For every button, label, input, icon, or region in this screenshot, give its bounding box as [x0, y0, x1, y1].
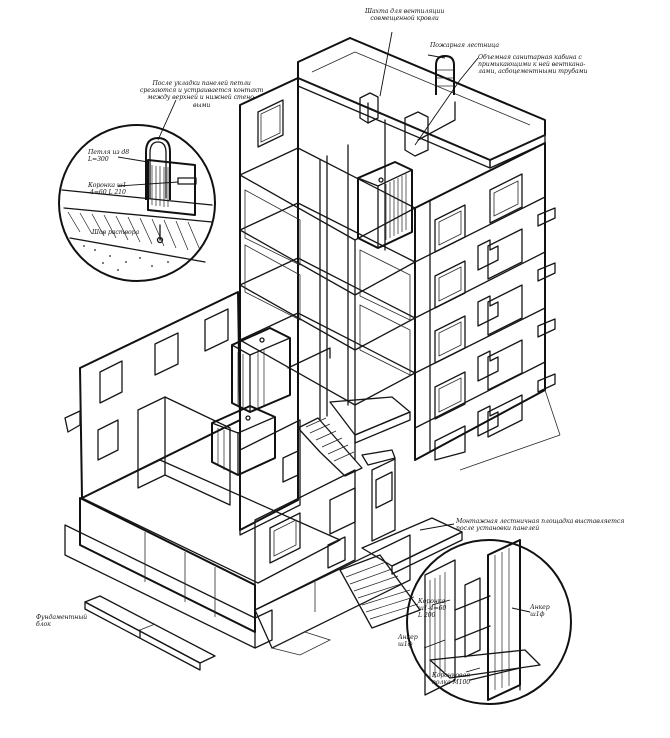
- detail-circle-loops: [58, 124, 216, 282]
- main-tower: [239, 37, 556, 531]
- label-foundation-block: Фундаментный блок: [36, 614, 88, 629]
- label-crown-bottom: Коронка ш1-4=60 L 200: [418, 598, 447, 620]
- entrance-landing: [339, 458, 463, 629]
- leader-lines: [117, 31, 531, 673]
- label-anchor-right: Анкер ш1ф: [530, 604, 550, 619]
- roof-equipment: [359, 55, 456, 157]
- label-anchor-left: Анкер ш1ф: [398, 634, 418, 649]
- label-loops-note: После укладки панелей петли срезаются и …: [140, 80, 264, 109]
- label-vent-shaft: Шахта для вентиляции совмещенной кровли: [365, 8, 445, 23]
- low-wing: [64, 291, 411, 649]
- staircase: [297, 396, 411, 477]
- label-mortar-bed: Шов раствора: [92, 229, 140, 236]
- label-fire-ladder: Пожарная лестница: [430, 42, 499, 49]
- label-crown-m100: Коронковая полка М100: [432, 672, 471, 687]
- label-sanitary-cabin: Объемная санитарная кабина с примыкающим…: [478, 54, 588, 76]
- facade-windows: [434, 173, 523, 461]
- label-landing-note: Монтажная лестничная площадка выставляет…: [456, 518, 625, 533]
- foundation-block-drawing: [84, 595, 216, 671]
- sanitary-cabins-lower: [211, 327, 331, 476]
- detail-circle-anchors: [406, 539, 572, 705]
- label-loop-d8: Петля из d8 L=300: [88, 149, 130, 164]
- label-crown-top: Коронка ш1 -4=60 L 210: [88, 182, 127, 197]
- sanitary-cabin-upper: [357, 161, 413, 249]
